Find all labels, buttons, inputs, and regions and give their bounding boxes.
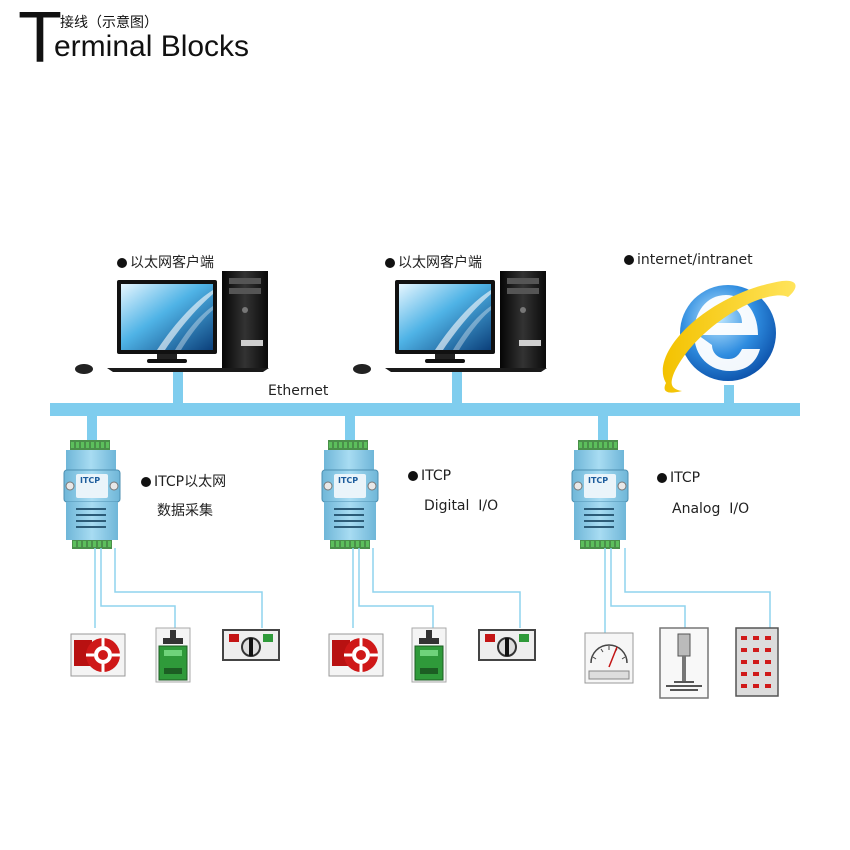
itcp-module-2 bbox=[321, 439, 379, 550]
client-1-label-text: 以太网客户端 bbox=[130, 255, 214, 271]
bus-drop-client-2 bbox=[452, 368, 462, 404]
internet-label-text: internet/intranet bbox=[637, 252, 753, 268]
module-1-label-line1: ITCP以太网 bbox=[154, 474, 227, 490]
contactor-icon bbox=[411, 627, 447, 683]
desktop-computer-icon bbox=[353, 271, 547, 374]
module-3-label: ITCP bbox=[657, 470, 700, 486]
switch-panel-icon bbox=[222, 629, 280, 661]
bus-drop-module-3 bbox=[598, 415, 608, 445]
module-1-brand: ITCP bbox=[80, 476, 101, 485]
title-subtitle: 接线（示意图） bbox=[60, 15, 158, 31]
client-1-label: 以太网客户端 bbox=[117, 252, 214, 272]
bus-drop-client-1 bbox=[173, 368, 183, 404]
module-2-label: ITCP bbox=[408, 468, 451, 484]
bus-drop-module-1 bbox=[87, 415, 97, 445]
meter-icon bbox=[584, 632, 634, 684]
indicator-panel-icon bbox=[735, 627, 779, 697]
client-2-label-text: 以太网客户端 bbox=[398, 255, 482, 271]
switch-panel-icon bbox=[478, 629, 536, 661]
bus-drop-internet bbox=[724, 385, 734, 405]
module-2-label-line2: Digital I/O bbox=[424, 498, 499, 514]
bullet-icon bbox=[117, 258, 127, 268]
bullet-icon bbox=[385, 258, 395, 268]
module-3-label-line2: Analog I/O bbox=[672, 501, 750, 517]
bus-drop-module-2 bbox=[345, 415, 355, 445]
module-3-brand: ITCP bbox=[588, 476, 609, 485]
internet-label: internet/intranet bbox=[624, 252, 753, 268]
module-1-label-line2: 数据采集 bbox=[157, 503, 213, 519]
bullet-icon bbox=[624, 255, 634, 265]
valve-icon bbox=[69, 632, 127, 678]
module-3-label-line1: ITCP bbox=[670, 470, 701, 486]
itcp-module-1 bbox=[63, 439, 121, 550]
client-2-label: 以太网客户端 bbox=[385, 252, 482, 272]
bullet-icon bbox=[141, 477, 151, 487]
ethernet-bus bbox=[50, 403, 800, 416]
bullet-icon bbox=[408, 471, 418, 481]
title-initial: T bbox=[18, 0, 62, 78]
title-text: erminal Blocks bbox=[54, 30, 250, 63]
field-wiring bbox=[94, 548, 771, 633]
valve-icon bbox=[327, 632, 385, 678]
itcp-module-3 bbox=[571, 439, 629, 550]
level-gauge-icon bbox=[659, 627, 709, 699]
desktop-computer-icon bbox=[75, 271, 269, 374]
ethernet-label: Ethernet bbox=[268, 383, 329, 399]
internet-explorer-icon bbox=[662, 280, 796, 393]
module-2-brand: ITCP bbox=[338, 476, 359, 485]
module-1-label: ITCP以太网 bbox=[141, 471, 226, 491]
contactor-icon bbox=[155, 627, 191, 683]
bullet-icon bbox=[657, 473, 667, 483]
module-2-label-line1: ITCP bbox=[421, 468, 452, 484]
